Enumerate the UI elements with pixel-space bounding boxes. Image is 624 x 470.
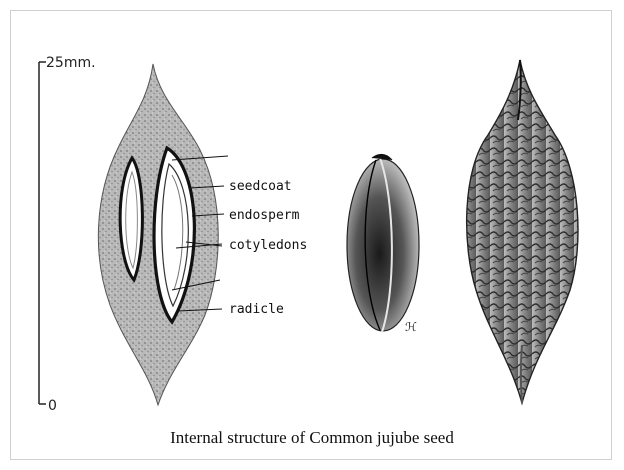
figure-caption: Internal structure of Common jujube seed [0, 428, 624, 448]
seed-drawing [347, 154, 419, 332]
label-endosperm: endosperm [229, 208, 300, 223]
scale-bottom-label: 0 [48, 398, 57, 414]
label-cotyledons: cotyledons [229, 238, 307, 253]
scale-top-label: 25mm. [46, 55, 96, 71]
pit-cross-section [98, 64, 218, 405]
label-radicle: radicle [229, 302, 284, 317]
whole-pit-drawing [467, 60, 578, 403]
scale-bar: 25mm. 0 [39, 55, 96, 414]
artist-mark: ℋ [405, 320, 417, 334]
label-seedcoat: seedcoat [229, 179, 292, 194]
